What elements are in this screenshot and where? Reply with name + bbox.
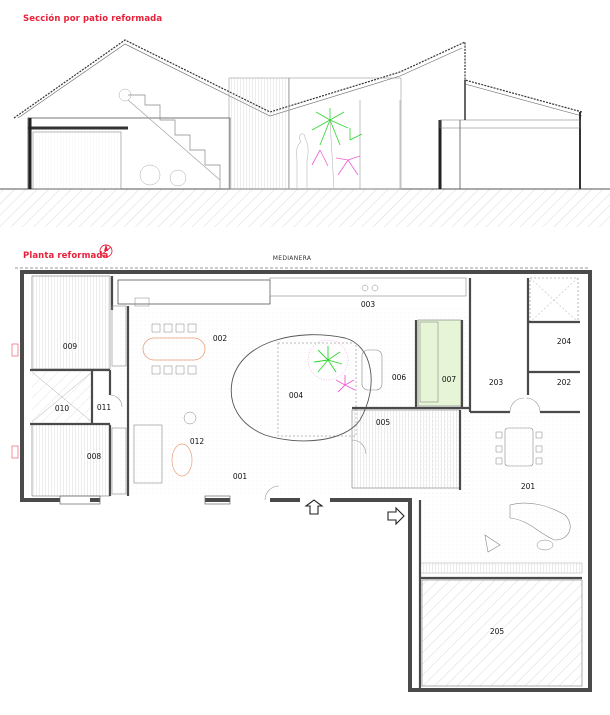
outer-walls bbox=[20, 270, 592, 692]
room-label-005: 005 bbox=[376, 418, 391, 427]
section-plant bbox=[311, 108, 363, 190]
room-label-203: 203 bbox=[489, 378, 504, 387]
entrance-arrow-icon bbox=[304, 499, 324, 515]
plan-drawing: MEDIANERA 001 002 003 004 005 006 007 00… bbox=[11, 244, 592, 692]
patio-oval bbox=[230, 334, 372, 442]
room-label-202: 202 bbox=[557, 378, 572, 387]
dining-table-icon bbox=[142, 337, 206, 361]
bathtub-icon bbox=[361, 349, 383, 391]
room-007-floor bbox=[417, 319, 462, 407]
room-label-008: 008 bbox=[87, 452, 102, 461]
table-201-icon bbox=[504, 427, 534, 467]
north-compass-icon bbox=[99, 244, 113, 258]
section-title: Sección por patio reformada bbox=[23, 14, 163, 24]
room-005-floor bbox=[351, 409, 461, 489]
planter-strip bbox=[419, 562, 583, 574]
room-label-201: 201 bbox=[521, 482, 536, 491]
room-label-001: 001 bbox=[233, 472, 248, 481]
room-label-007: 007 bbox=[442, 375, 457, 384]
room-label-204: 204 bbox=[557, 337, 572, 346]
room-label-011: 011 bbox=[97, 403, 112, 412]
ground-hatch bbox=[0, 189, 610, 227]
roof-outline bbox=[13, 39, 583, 119]
room-label-010: 010 bbox=[55, 404, 70, 413]
plan-plant-icon bbox=[307, 339, 356, 393]
sofa-icon bbox=[133, 424, 163, 484]
plan-title: Planta reformada bbox=[23, 251, 109, 261]
room-label-006: 006 bbox=[392, 373, 407, 382]
room-009-floor bbox=[31, 275, 111, 370]
party-wall-label: MEDIANERA bbox=[273, 255, 312, 262]
interior-walls bbox=[30, 276, 582, 690]
door-swings bbox=[109, 394, 541, 501]
room-label-002: 002 bbox=[213, 334, 228, 343]
person-silhouette bbox=[296, 133, 309, 189]
room-label-004: 004 bbox=[289, 391, 304, 400]
entrance-arrow-right-icon bbox=[387, 506, 405, 526]
room-205-floor bbox=[421, 579, 583, 687]
room-label-205: 205 bbox=[490, 627, 505, 636]
room-label-012: 012 bbox=[190, 437, 205, 446]
kitchen-counter bbox=[117, 279, 271, 305]
room-label-009: 009 bbox=[63, 342, 78, 351]
room-label-003: 003 bbox=[361, 300, 376, 309]
section-drawing bbox=[0, 39, 610, 227]
courtyard-screen bbox=[228, 77, 290, 190]
